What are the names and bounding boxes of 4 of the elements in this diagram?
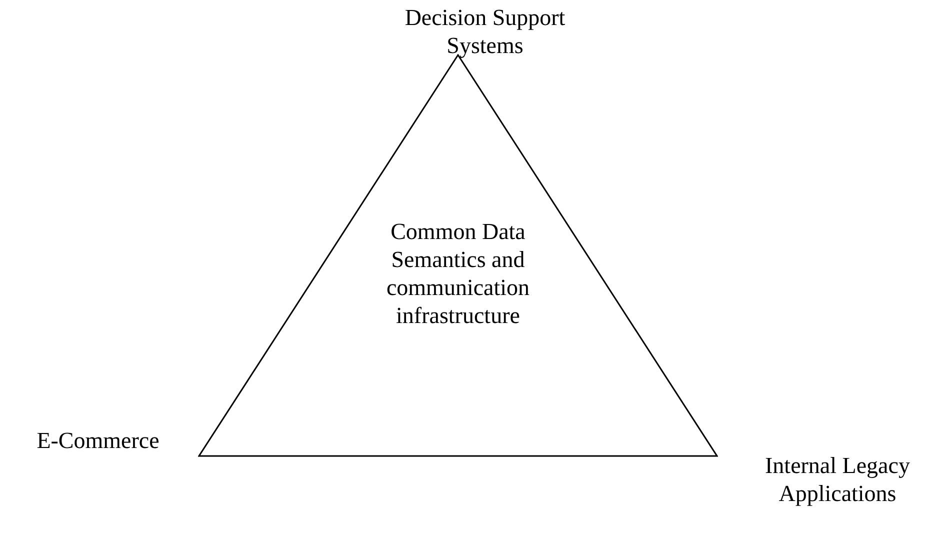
vertex-label: Internal Legacy Applications [764, 452, 911, 508]
vertex-label: E-Commerce [36, 427, 160, 455]
center-text: Common Data Semantics and communication infrastructure [385, 218, 531, 330]
vertex-label: Decision Support Systems [404, 4, 566, 60]
